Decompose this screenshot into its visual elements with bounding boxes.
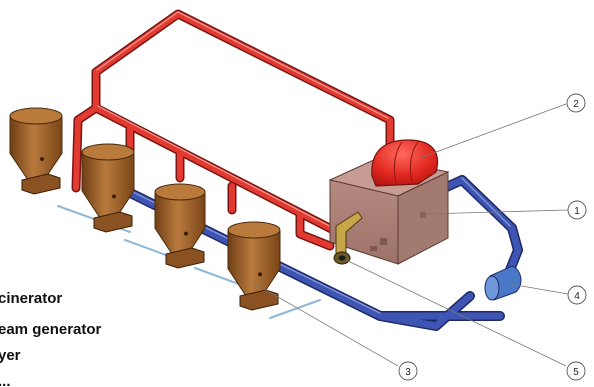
callout-4: 4 — [568, 286, 586, 304]
callout-5: 5 — [567, 362, 585, 380]
legend-item-4: ... — [0, 374, 11, 387]
silo-4 — [228, 222, 280, 310]
silo-3 — [155, 184, 205, 268]
svg-text:3: 3 — [405, 367, 411, 378]
silo-2 — [82, 144, 134, 232]
callout-3: 3 — [399, 362, 417, 380]
callout-1: 1 — [568, 201, 586, 219]
svg-text:1: 1 — [574, 206, 580, 217]
svg-text:4: 4 — [574, 291, 580, 302]
svg-text:5: 5 — [573, 367, 579, 378]
blower-unit — [485, 266, 521, 300]
legend-item-3: yer — [0, 348, 21, 363]
svg-text:2: 2 — [573, 99, 579, 110]
silo-1 — [10, 108, 62, 194]
callout-2: 2 — [567, 94, 585, 112]
legend-item-2: eam generator — [0, 322, 101, 337]
storage-silos — [10, 108, 280, 310]
legend-item-1: cinerator — [0, 291, 62, 306]
